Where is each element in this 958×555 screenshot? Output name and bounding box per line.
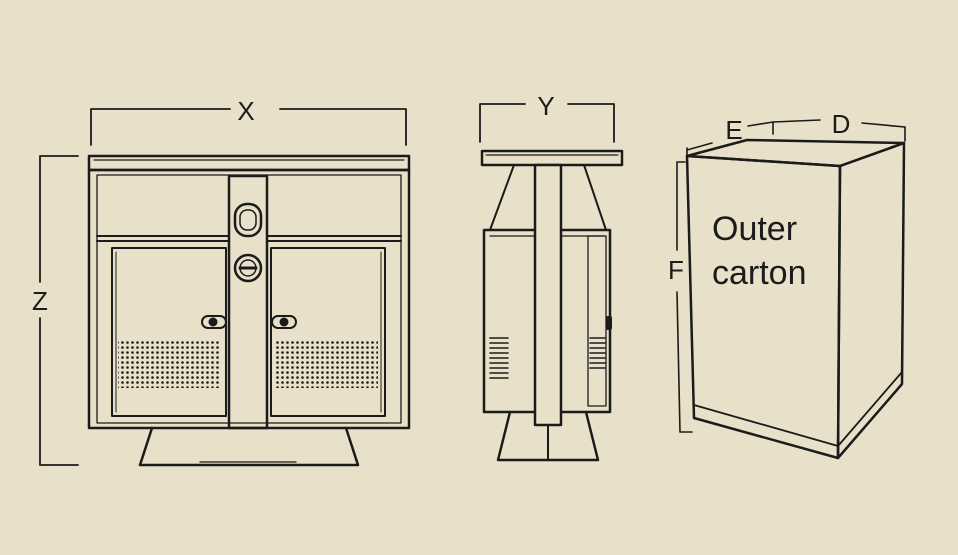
- x-dimension-label: X: [237, 96, 254, 126]
- carton-title-line1: Outer: [712, 210, 797, 248]
- d-dimension-label: D: [832, 109, 851, 139]
- front-center-post: [227, 174, 269, 430]
- side-vent-slots: [489, 337, 606, 379]
- side-center-post: [533, 163, 563, 427]
- left-door: [111, 247, 227, 417]
- y-dimension-label: Y: [537, 91, 554, 121]
- carton-dimension-lines: [676, 119, 906, 433]
- side-view-bin: [480, 149, 624, 462]
- y-dimension-line: [479, 103, 615, 143]
- carton-title-line2: carton: [712, 254, 807, 292]
- front-lid: [87, 154, 411, 172]
- z-dimension-label: Z: [32, 286, 48, 316]
- left-vent-grille: [118, 340, 220, 388]
- front-base: [138, 426, 360, 467]
- e-dimension-label: E: [725, 115, 742, 145]
- side-lid: [480, 149, 624, 167]
- lock-dial-icon: [233, 253, 263, 283]
- right-door: [270, 247, 386, 417]
- side-handle-icon: [606, 316, 612, 330]
- ashtray-oval-icon: [233, 202, 263, 238]
- front-view-bin: [87, 154, 411, 467]
- front-frame: [87, 168, 411, 430]
- right-vent-grille: [276, 340, 378, 388]
- outer-carton-box: [685, 138, 906, 460]
- z-dimension-line: [39, 155, 79, 466]
- x-dimension-line: [90, 108, 407, 146]
- f-dimension-label: F: [668, 255, 684, 285]
